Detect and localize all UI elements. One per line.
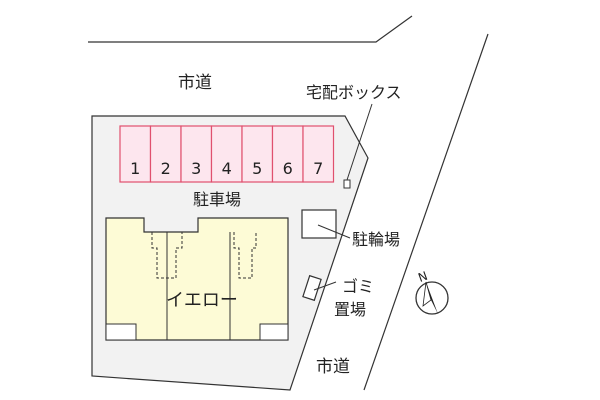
building-dashed-outline bbox=[151, 232, 183, 279]
building-dashed-outline bbox=[233, 232, 257, 279]
parking-area: 1 2 3 4 5 6 7 bbox=[119, 125, 335, 183]
garbage-label-line1: ゴミ bbox=[342, 277, 374, 296]
road-label-top: 市道 bbox=[178, 73, 212, 93]
parking-space-number: 7 bbox=[313, 159, 323, 178]
parking-space-number: 5 bbox=[252, 159, 262, 178]
road-label-bottom: 市道 bbox=[316, 357, 350, 377]
parking-space-number: 2 bbox=[161, 159, 171, 178]
garbage-area bbox=[302, 274, 322, 302]
north-label: N bbox=[416, 269, 429, 285]
parking-label: 駐車場 bbox=[193, 190, 241, 209]
entrance bbox=[259, 323, 289, 341]
parking-space-number: 6 bbox=[283, 159, 293, 178]
delivery-box bbox=[343, 179, 351, 189]
delivery-box-label: 宅配ボックス bbox=[306, 83, 402, 102]
entrance bbox=[105, 323, 137, 341]
parking-space-1 bbox=[119, 125, 152, 183]
garbage-label-line2: 置場 bbox=[334, 300, 366, 319]
building-name: イエロー bbox=[166, 290, 238, 311]
road-edge-top bbox=[88, 15, 413, 43]
parking-space-7 bbox=[302, 125, 335, 183]
parking-space-number: 3 bbox=[191, 159, 201, 178]
road-edge-right bbox=[363, 33, 489, 391]
bicycle-parking-label: 駐輪場 bbox=[352, 230, 400, 249]
parking-space-number: 4 bbox=[222, 159, 232, 178]
bicycle-parking bbox=[301, 209, 337, 239]
leader-line bbox=[346, 103, 373, 181]
north-arrow-icon: N bbox=[415, 269, 449, 315]
parking-space-2 bbox=[149, 125, 182, 183]
leader-line bbox=[313, 281, 337, 291]
parking-space-number: 1 bbox=[130, 159, 140, 178]
building bbox=[105, 217, 289, 341]
leader-line bbox=[317, 224, 351, 239]
parking-space-3 bbox=[180, 125, 213, 183]
